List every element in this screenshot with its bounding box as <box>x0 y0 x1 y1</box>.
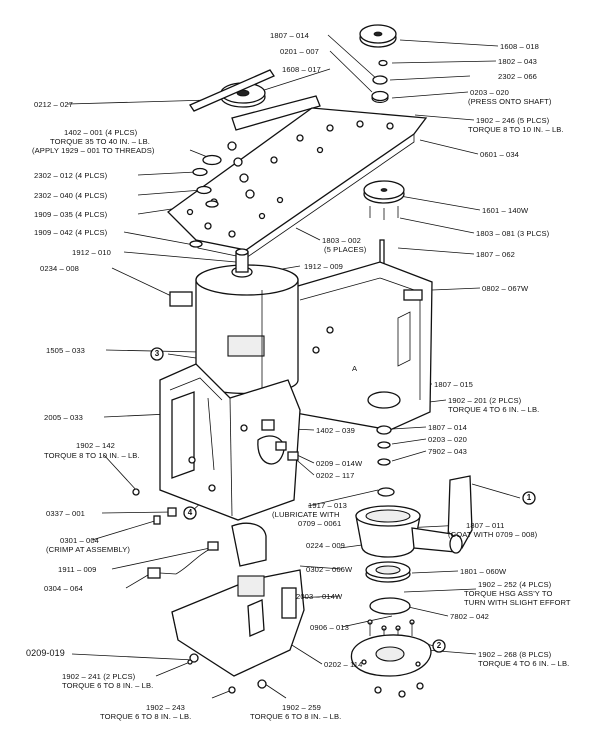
label-0301-004-note: (CRIMP AT ASSEMBLY) <box>46 545 131 554</box>
label-1902-259-torque: TORQUE 6 TO 8 IN. – LB. <box>250 712 342 721</box>
washer-stack-left <box>189 154 222 248</box>
label-1917-013-spec: 0709 – 0061 <box>298 519 342 528</box>
label-1807-062: 1807 – 062 <box>476 250 516 259</box>
label-0601-034: 0601 – 034 <box>480 150 520 159</box>
bearing-bracket-right <box>367 391 401 497</box>
pulley-1608-017 <box>189 69 275 112</box>
callout-4: 4 <box>187 508 193 517</box>
label-0234-008: 0234 – 008 <box>40 264 80 273</box>
callout-circle-2 <box>432 639 446 653</box>
label-1902-268: 1902 – 268 (8 PLCS) <box>478 650 552 659</box>
label-1902-142-torque: TORQUE 8 TO 10 IN. – LB. <box>44 451 140 460</box>
label-0212-027: 0212 – 027 <box>34 100 74 109</box>
label-0337-001: 0337 – 001 <box>46 509 86 518</box>
label-1902-201: 1902 – 201 (2 PLCS) <box>448 396 522 405</box>
label-1909-035: 1909 – 035 (4 PLCS) <box>34 210 108 219</box>
label-0203-020-top: 0203 – 020 <box>470 88 510 97</box>
label-1902-241-torque: TORQUE 6 TO 8 IN. – LB. <box>62 681 154 690</box>
small-hardware-left <box>132 488 219 551</box>
label-1402-001: 1402 – 001 (4 PLCS) <box>64 128 138 137</box>
label-0202-114: 0202 – 114 <box>324 660 363 669</box>
label-2003-014w: 2003 – 014W <box>296 592 343 601</box>
base-cover-plate <box>350 634 432 698</box>
label-0209-019: 0209-019 <box>26 648 65 658</box>
label-1608-017: 1608 – 017 <box>282 65 322 74</box>
label-1505-033: 1505 – 033 <box>46 346 86 355</box>
label-1803-002-note: (5 PLACES) <box>324 245 367 254</box>
label-1912-010: 1912 – 010 <box>72 248 112 257</box>
label-1807-014: 1807 – 014 <box>270 31 310 40</box>
label-2005-033: 2005 – 033 <box>44 413 84 422</box>
pump-housing-1807-011 <box>355 505 463 558</box>
label-1402-001-apply: (APPLY 1929 – 001 TO THREADS) <box>32 146 155 155</box>
label-0304-064: 0304 – 064 <box>44 584 84 593</box>
label-1902-243-torque: TORQUE 6 TO 8 IN. – LB. <box>100 712 192 721</box>
label-0301-004: 0301 – 004 <box>60 536 100 545</box>
label-1807-014-lower: 1807 – 014 <box>428 423 468 432</box>
label-0302-066w: 0302 – 066W <box>306 565 353 574</box>
callout-3: 3 <box>154 349 160 358</box>
label-0203-020-note: (PRESS ONTO SHAFT) <box>468 97 552 106</box>
label-1917-013: 1917 – 013 <box>308 501 348 510</box>
label-2302-012: 2302 – 012 (4 PLCS) <box>34 171 108 180</box>
label-1902-268-torque: TORQUE 4 TO 6 IN. – LB. <box>478 659 570 668</box>
bottom-base-shell <box>171 522 305 694</box>
callout-2: 2 <box>436 641 442 650</box>
label-0209-014w: 0209 – 014W <box>316 459 363 468</box>
label-1902-252: 1902 – 252 (4 PLCS) <box>478 580 552 589</box>
callout-circle-4 <box>183 506 197 520</box>
label-1902-142: 1902 – 142 <box>76 441 116 450</box>
label-0202-117: 0202 – 117 <box>316 471 355 480</box>
label-1902-252-torque: TORQUE HSG ASS'Y TO <box>464 589 553 598</box>
label-1402-001-torque: TORQUE 35 TO 40 IN. – LB. <box>50 137 150 146</box>
label-1902-252-effort: TURN WITH SLIGHT EFFORT <box>464 598 571 607</box>
label-7902-043: 7902 – 043 <box>428 447 468 456</box>
label-1902-201-torque: TORQUE 4 TO 6 IN. – LB. <box>448 405 540 414</box>
label-1601-140w: 1601 – 140W <box>482 206 529 215</box>
label-1803-002: 1803 – 002 <box>322 236 362 245</box>
label-0201-007: 0201 – 007 <box>280 47 320 56</box>
switch-assembly-1402-039 <box>261 419 299 461</box>
seal-disc-0906-013 <box>367 597 415 642</box>
impeller-1801-060w <box>365 561 411 583</box>
label-1807-015: 1807 – 015 <box>434 380 474 389</box>
label-1902-246-torque: TORQUE 8 TO 10 IN. – LB. <box>468 125 564 134</box>
label-1911-009: 1911 – 009 <box>58 565 97 574</box>
label-1803-081: 1803 – 081 (3 PLCS) <box>476 229 550 238</box>
power-plug-0304-064 <box>147 547 213 579</box>
label-0224-009: 0224 – 009 <box>306 541 346 550</box>
bracket-plate-0212-027 <box>231 95 321 131</box>
label-1912-009: 1912 – 009 <box>304 262 344 271</box>
label-7802-042: 7802 – 042 <box>450 612 490 621</box>
label-0802-067w: 0802 – 067W <box>482 284 529 293</box>
label-1909-042: 1909 – 042 (4 PLCS) <box>34 228 108 237</box>
label-1902-259: 1902 – 259 <box>282 703 322 712</box>
label-0906-013: 0906 – 013 <box>310 623 350 632</box>
label-1801-060w: 1801 – 060W <box>460 567 507 576</box>
callout-circle-3 <box>150 347 164 361</box>
label-section-a: A <box>352 364 358 373</box>
label-1902-241: 1902 – 241 (2 PLCS) <box>62 672 136 681</box>
top-right-gear-stack <box>359 24 397 104</box>
label-1807-011: 1807 – 011 <box>466 521 505 530</box>
label-0203-020-lower: 0203 – 020 <box>428 435 468 444</box>
label-2302-040: 2302 – 040 (4 PLCS) <box>34 191 108 200</box>
callout-circle-1 <box>522 491 536 505</box>
label-1807-011-note: (COAT WITH 0709 – 008) <box>448 530 538 539</box>
callout-1: 1 <box>526 493 532 502</box>
label-1608-018: 1608 – 018 <box>500 42 540 51</box>
label-1402-039: 1402 – 039 <box>316 426 356 435</box>
label-1902-243: 1902 – 243 <box>146 703 186 712</box>
label-1902-246: 1902 – 246 (5 PLCS) <box>476 116 550 125</box>
label-1802-043: 1802 – 043 <box>498 57 538 66</box>
label-1917-013-lube: (LUBRICATE WITH <box>272 510 340 519</box>
motor-housing-1505-033 <box>169 248 299 395</box>
fan-disc-1601-140w <box>363 180 405 220</box>
label-2302-066: 2302 – 066 <box>498 72 538 81</box>
arm-part-1 <box>447 475 473 549</box>
